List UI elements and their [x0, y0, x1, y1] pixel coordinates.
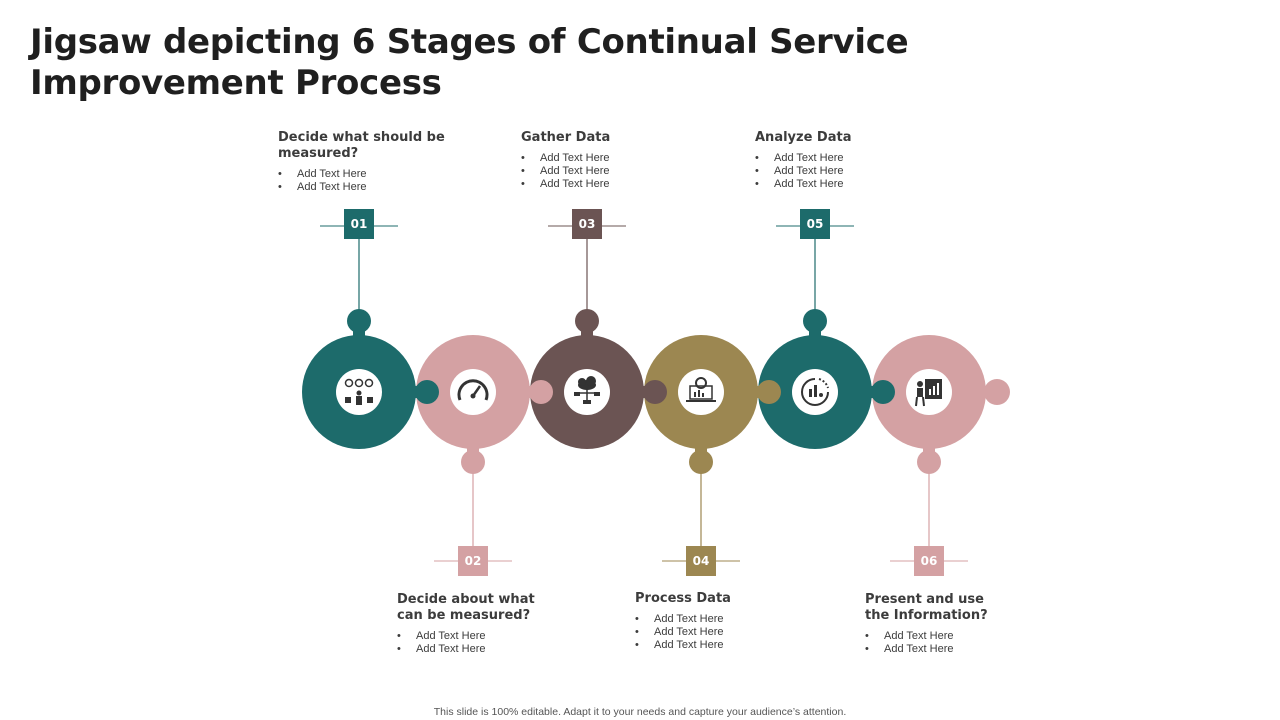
list-item: Add Text Here: [397, 643, 537, 656]
list-item: Add Text Here: [521, 165, 701, 178]
page-title: Jigsaw depicting 6 Stages of Continual S…: [30, 22, 909, 103]
laptop-gear-icon: [678, 369, 724, 415]
stage-list: Add Text Here Add Text Here: [397, 630, 537, 656]
footer-note: This slide is 100% editable. Adapt it to…: [433, 706, 847, 718]
stage-badge-02: 02: [458, 546, 488, 576]
list-item: Add Text Here: [865, 643, 995, 656]
stage-list: Add Text Here Add Text Here Add Text Her…: [635, 613, 815, 652]
stage-heading: Process Data: [635, 591, 731, 606]
speedometer-icon: [450, 369, 496, 415]
stage-list: Add Text Here Add Text Here: [865, 630, 995, 656]
stage-badge-01: 01: [344, 209, 374, 239]
list-item: Add Text Here: [635, 613, 815, 626]
list-item: Add Text Here: [755, 152, 935, 165]
stage-block-05: Analyze Data Add Text Here Add Text Here…: [755, 130, 935, 191]
stage-heading: Gather Data: [521, 130, 611, 145]
stage-badge-05: 05: [800, 209, 830, 239]
stage-badge-04: 04: [686, 546, 716, 576]
stage-block-03: Gather Data Add Text Here Add Text Here …: [521, 130, 701, 191]
stage-heading: Decide about what can be measured?: [397, 592, 535, 623]
list-item: Add Text Here: [521, 152, 701, 165]
stage-block-06: Present and use the Information? Add Tex…: [865, 592, 995, 656]
stage-heading: Analyze Data: [755, 130, 852, 145]
stage-list: Add Text Here Add Text Here Add Text Her…: [521, 152, 701, 191]
stage-block-04: Process Data Add Text Here Add Text Here…: [635, 591, 815, 652]
stage-badge-03: 03: [572, 209, 602, 239]
stage-block-01: Decide what should be measured? Add Text…: [278, 130, 448, 194]
presentation-board-icon: [906, 369, 952, 415]
chart-refresh-icon: [792, 369, 838, 415]
list-item: Add Text Here: [635, 639, 815, 652]
stage-badge-06: 06: [914, 546, 944, 576]
stage-list: Add Text Here Add Text Here: [278, 168, 448, 194]
list-item: Add Text Here: [278, 181, 448, 194]
stage-heading: Decide what should be measured?: [278, 130, 445, 161]
cloud-network-icon: [564, 369, 610, 415]
list-item: Add Text Here: [755, 178, 935, 191]
list-item: Add Text Here: [521, 178, 701, 191]
stage-block-02: Decide about what can be measured? Add T…: [397, 592, 537, 656]
list-item: Add Text Here: [755, 165, 935, 178]
list-item: Add Text Here: [635, 626, 815, 639]
stage-heading: Present and use the Information?: [865, 592, 988, 623]
list-item: Add Text Here: [865, 630, 995, 643]
list-item: Add Text Here: [278, 168, 448, 181]
stage-list: Add Text Here Add Text Here Add Text Her…: [755, 152, 935, 191]
people-voting-icon: [336, 369, 382, 415]
list-item: Add Text Here: [397, 630, 537, 643]
